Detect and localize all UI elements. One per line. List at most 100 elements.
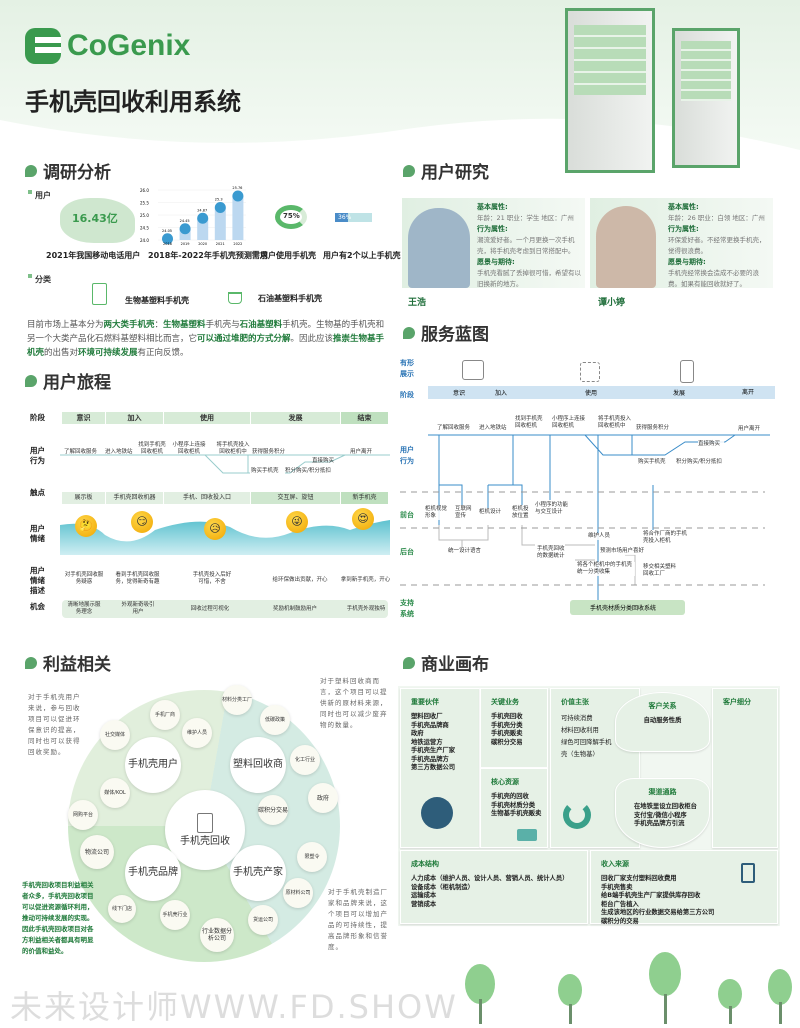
heading-text: 用户旅程 xyxy=(43,373,111,393)
value-label: 25.76 xyxy=(232,186,242,190)
action-label: 将手机壳投入回收柜机中 xyxy=(598,416,632,430)
emotion-desc: 手机壳投入后好可惜，不舍 xyxy=(192,572,232,585)
opportunity: 外观新奇吸引用户 xyxy=(121,602,155,615)
plant-pot-icon xyxy=(228,292,242,304)
note-maker: 对于手机壳制造厂家和品牌来说，这个项目可以增加产品的可持续性，提高品牌形象和信誉… xyxy=(328,888,388,951)
value-label: 24.87 xyxy=(197,208,207,212)
opportunity: 奖励机制鼓励用户 xyxy=(272,606,317,612)
section-blueprint-heading: 服务蓝图 xyxy=(403,320,489,345)
ring-caption: 用户使用手机壳 xyxy=(260,251,316,260)
small-node: 媒体/KOL xyxy=(100,778,130,808)
touchpoint: 手机、回收投入口 xyxy=(164,492,250,504)
small-node: 线下门店 xyxy=(108,895,136,923)
y-tick-label: 24.5 xyxy=(140,226,149,231)
devices-icon xyxy=(462,360,484,380)
canvas-item: 手机壳材质分类 xyxy=(491,801,536,809)
watermark: 未来设计师WWW.FD.SHOW xyxy=(10,988,458,1026)
action-label: 用户离开 xyxy=(738,426,764,433)
canvas-item: 塑料回收厂 xyxy=(411,713,443,720)
y-tick-label: 24.0 xyxy=(140,238,149,243)
small-node: 限塑令 xyxy=(297,842,327,872)
canvas-item: 手机壳品牌方 xyxy=(411,755,449,763)
canvas-item: 地铁运营方 xyxy=(411,738,443,746)
touchpoint: 新手机壳 xyxy=(341,492,388,504)
action-label: 了解回收服务 xyxy=(437,425,473,432)
row-label: 有形展示 xyxy=(400,359,414,378)
category-petro: 石油基塑料手机壳 xyxy=(258,294,322,303)
logo: CoGenix xyxy=(25,28,190,64)
small-node: 低碳政策 xyxy=(260,705,290,735)
small-node: 行业数据分析公司 xyxy=(200,918,234,952)
note-user: 对于手机壳用户来说，参与回收项目可以促进环保意识的提高，同时也可以获得回收奖励。 xyxy=(28,693,81,756)
stage-label: 意识 xyxy=(453,389,465,397)
emoji-thinking-icon: 🤔 xyxy=(75,515,97,537)
heading-text: 用户研究 xyxy=(421,163,489,183)
section-user-research-heading: 用户研究 xyxy=(403,158,489,183)
row-label: 用户情绪描述 xyxy=(30,566,45,595)
row-label: 阶段 xyxy=(30,413,45,422)
logo-text: CoGenix xyxy=(67,29,191,62)
back-label: 统一设计语言 xyxy=(448,548,488,555)
chart-caption: 2018年-2022年手机壳预测需求 xyxy=(148,251,268,260)
back-label: 移交相关塑料回收工厂 xyxy=(643,564,679,578)
canvas-cost: 成本结构人力成本（维护人员、设计人员、营销人员、统计人员）设备成本（柜机制造）运… xyxy=(400,850,588,924)
canvas-item: 柜台广告植入 xyxy=(601,900,639,908)
persona-card: 基本属性:年龄：26 职业：白领 地区：广州行为属性:环保爱好者。不经常更换手机… xyxy=(590,198,773,288)
canvas-item: 营销成本 xyxy=(411,900,437,908)
page-title: 手机壳回收利用系统 xyxy=(25,88,241,116)
canvas-item: 手机壳品牌方引流 xyxy=(634,820,685,827)
blueprint-diagram: 意识 加入 使用 发展 离开 手机壳材质分类回收系统 xyxy=(400,386,775,615)
stage-bar xyxy=(428,386,775,399)
kiosk-image-front xyxy=(672,28,740,168)
recycle-leaves-icon xyxy=(563,801,591,829)
canvas-item: 碳积分的交易 xyxy=(601,917,639,925)
emotion-desc: 拿到新手机壳，开心 xyxy=(340,577,391,583)
ring-value: 75% xyxy=(283,212,300,220)
group-node: 手机壳产家 xyxy=(230,845,286,901)
persona-name: 王浩 xyxy=(408,298,427,308)
canvas-item: 可持续消费 xyxy=(561,715,593,722)
phone-message-icon xyxy=(680,360,694,383)
heading-text: 利益相关 xyxy=(43,655,111,675)
bar-cap xyxy=(162,233,173,245)
y-tick-label: 25.0 xyxy=(140,213,149,218)
opportunity: 清晰地展示服务理念 xyxy=(67,602,101,615)
action-label: 小程序上连接回收柜机 xyxy=(552,416,586,430)
small-node: 维护人员 xyxy=(182,718,212,748)
canvas-item: 政府 xyxy=(411,730,424,737)
opportunity: 手机壳外观独特 xyxy=(346,606,386,612)
tablet-cart-icon xyxy=(741,863,755,883)
touchpoint: 展示板 xyxy=(62,492,105,504)
canvas-item: 手机壳贩卖 xyxy=(491,730,523,737)
canvas-item: 自动服务性质 xyxy=(643,717,682,724)
behavior-line xyxy=(60,454,390,474)
action-label: 进入地铁站 xyxy=(105,449,133,455)
canvas-channels: 渠道通路在地铁里设立回收柜台支付宝/微信小程序手机壳品牌方引流 xyxy=(615,778,710,848)
front-label: 柜机设计 xyxy=(479,509,503,516)
bar-cap xyxy=(197,212,209,224)
map-value: 16.43亿 xyxy=(72,212,118,225)
heading-text: 服务蓝图 xyxy=(421,325,489,345)
section-bullet-icon xyxy=(403,656,415,669)
group-node: 塑料回收商 xyxy=(230,737,286,793)
action-label: 找到手机壳回收柜机 xyxy=(138,442,166,455)
action-label: 进入地铁站 xyxy=(479,425,509,432)
action-label: 积分购买/积分抵扣 xyxy=(285,468,331,474)
users-label-text: 用户 xyxy=(35,191,51,200)
back-label: 将各个柜机中的手机壳统一分类收集 xyxy=(577,562,635,576)
emoji-smirk-icon: 😏 xyxy=(131,511,153,533)
category-label: 分类 xyxy=(28,274,51,285)
action-label: 购买手机壳 xyxy=(638,459,668,466)
row-label: 机会 xyxy=(30,602,45,611)
stage-pill: 使用 xyxy=(164,412,250,424)
section-bullet-icon xyxy=(25,374,37,387)
opportunity: 回收过程可视化 xyxy=(190,606,230,612)
action-label: 直接购买 xyxy=(312,458,335,464)
persona-photo xyxy=(596,206,656,288)
section-journey-heading: 用户旅程 xyxy=(25,368,111,393)
note-recycler: 对于塑料回收商而言，这个项目可以提供新的原材料来源，同时也可以减少废弃物的数量。 xyxy=(320,677,388,729)
front-label: 小程序的功能与交互设计 xyxy=(535,502,571,516)
y-tick-label: 26.0 xyxy=(140,188,149,193)
logo-mark-icon xyxy=(25,28,61,64)
row-label: 用户行为 xyxy=(30,446,45,465)
